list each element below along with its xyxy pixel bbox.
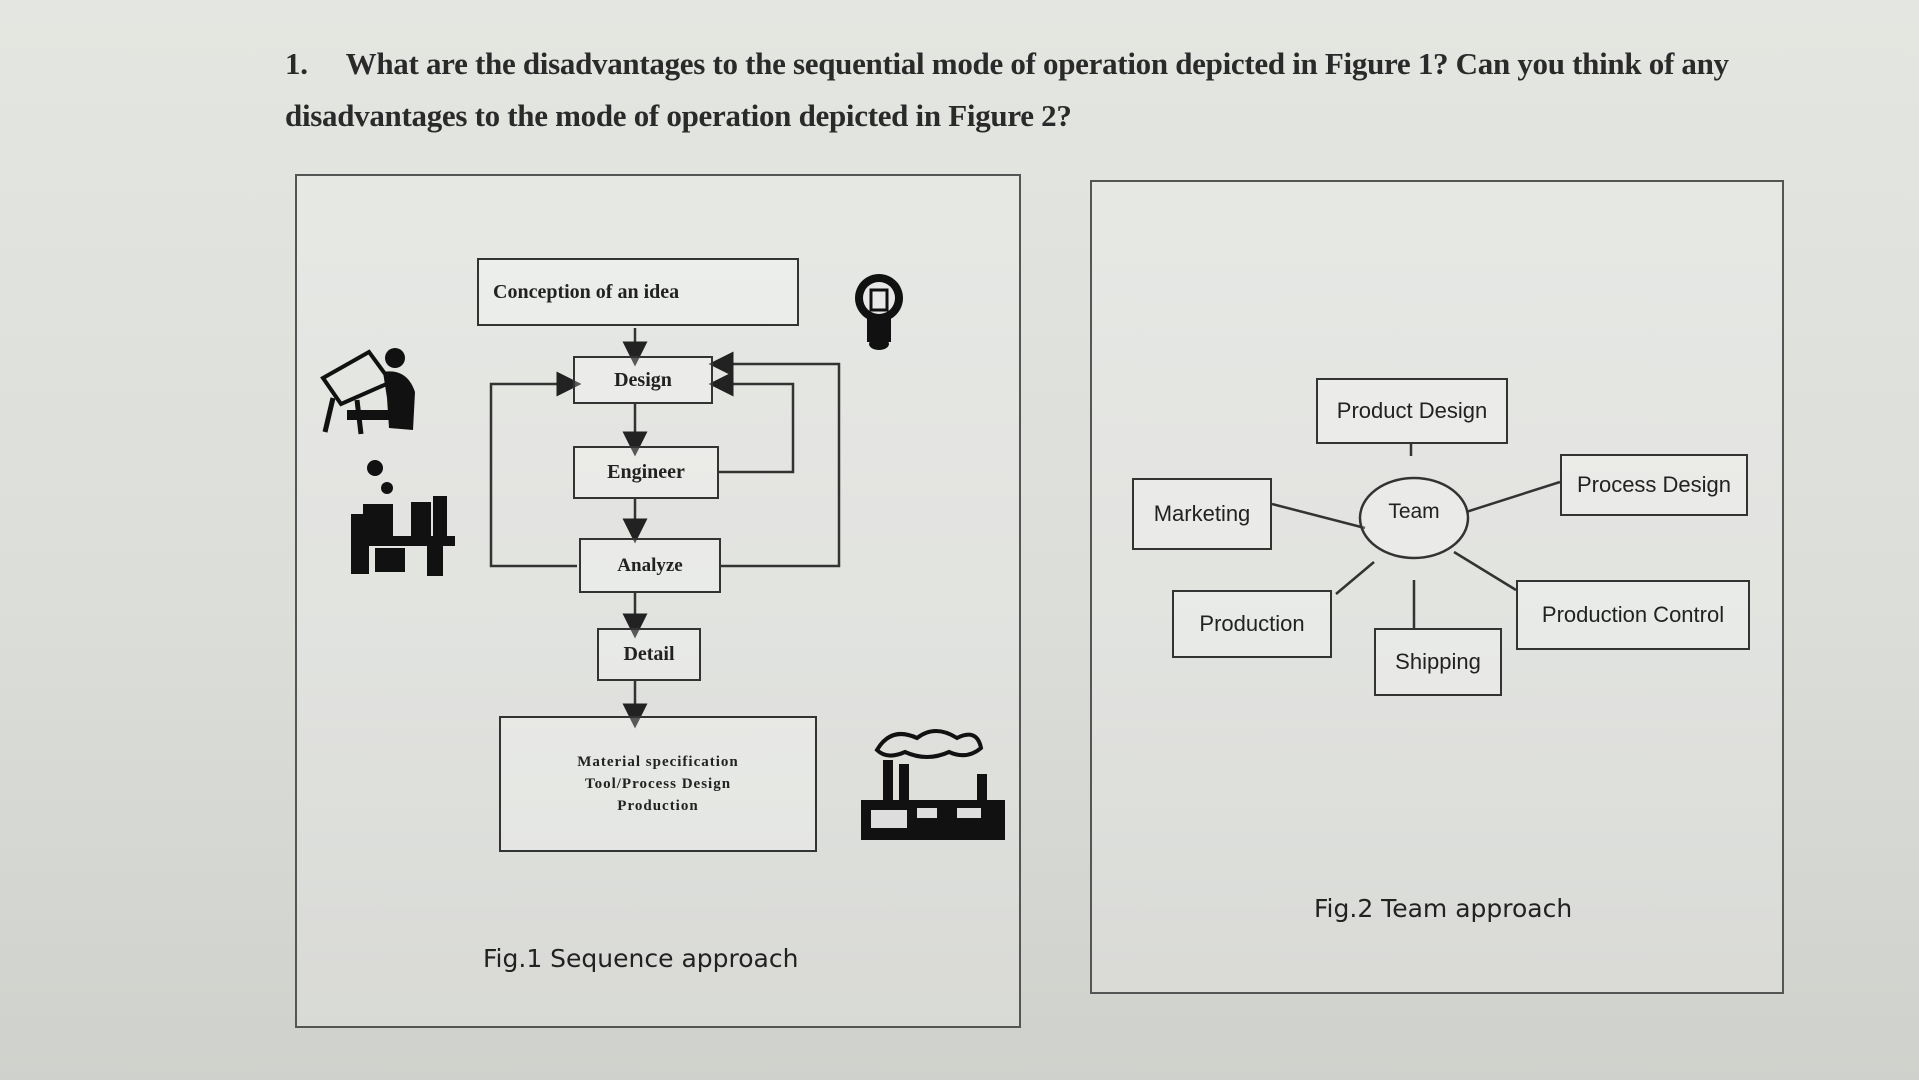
factory-icon: [861, 729, 1005, 840]
lightbulb-icon: [855, 274, 903, 350]
figure-1-frame: Conception of an idea Design Engineer An…: [295, 174, 1021, 1028]
figure-1-connectors: [489, 328, 841, 729]
engineer-box: Engineer: [573, 446, 719, 499]
figure-1-caption: Fig.1 Sequence approach: [483, 944, 799, 973]
material-spec-label: Material specification: [577, 754, 739, 770]
conception-box: Conception of an idea: [477, 258, 799, 326]
desk-worker-icon: [351, 460, 455, 576]
team-ellipse: [1358, 476, 1470, 560]
production-control-node: Production Control: [1516, 580, 1750, 650]
figure-2-frame: Team Product Design Process Design Marke…: [1090, 180, 1784, 994]
figure-2-caption: Fig.2 Team approach: [1314, 894, 1573, 923]
product-design-node: Product Design: [1316, 378, 1508, 444]
process-design-node: Process Design: [1560, 454, 1748, 516]
detail-box: Detail: [597, 628, 701, 681]
question-body: What are the disadvantages to the sequen…: [285, 46, 1729, 133]
question-text: 1.What are the disadvantages to the sequ…: [285, 38, 1765, 142]
marketing-node: Marketing: [1132, 478, 1272, 550]
shipping-node: Shipping: [1374, 628, 1502, 696]
drafting-person-icon: [320, 348, 415, 435]
figure-2-connectors: [1271, 444, 1561, 628]
design-box: Design: [573, 356, 713, 404]
production-label: Production: [617, 798, 699, 814]
team-center-label: Team: [1388, 500, 1440, 523]
tool-process-label: Tool/Process Design: [584, 776, 732, 792]
production-node: Production: [1172, 590, 1332, 658]
analyze-box: Analyze: [579, 538, 721, 593]
question-number: 1.: [285, 46, 308, 81]
final-stage-box: Material specification Tool/Process Desi…: [499, 716, 817, 852]
